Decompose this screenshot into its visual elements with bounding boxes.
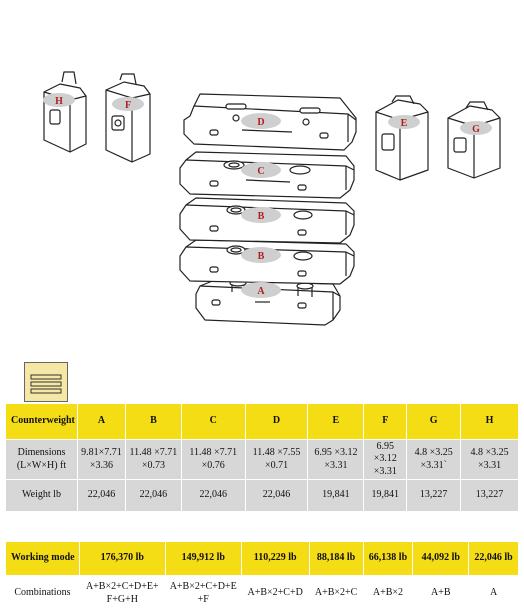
plate-label-b-upper: B	[241, 207, 281, 223]
weight-h: 13,227	[460, 479, 519, 512]
col-d: D	[244, 403, 309, 440]
mode-149912: 149,912 lb	[164, 541, 242, 576]
block-f	[105, 73, 151, 163]
dim-b: 11.48 ×7.71×0.73	[124, 439, 182, 480]
block-label-f: F	[112, 97, 144, 111]
plate-a	[195, 279, 341, 326]
mode-110229: 110,229 lb	[240, 541, 310, 576]
counterweight-exploded-diagram: D C B B A H F E G	[43, 71, 501, 326]
plate-label-b-lower: B	[241, 247, 281, 263]
block-g	[447, 101, 501, 179]
block-h	[43, 71, 87, 153]
block-e	[375, 95, 429, 181]
svg-text:B: B	[258, 211, 265, 222]
dim-g: 4.8 ×3.25×3.31`	[406, 439, 462, 480]
block-label-g: G	[460, 121, 492, 135]
dimensions-label: Dimensions (L×W×H) ft	[5, 439, 78, 480]
col-e: E	[307, 403, 365, 440]
dim-a: 9.81×7.71×3.36	[76, 439, 126, 480]
col-f: F	[363, 403, 408, 440]
counterweight-header-row: Counterweight A B C D E F G H	[5, 403, 519, 440]
weight-g: 13,227	[406, 479, 462, 512]
col-a: A	[76, 403, 126, 440]
working-mode-table: Working mode 176,370 lb 149,912 lb 110,2…	[5, 541, 519, 612]
col-h: H	[460, 403, 519, 440]
working-mode-header-label: Working mode	[5, 541, 80, 576]
dim-c: 11.48 ×7.71×0.76	[180, 439, 246, 480]
block-label-h: H	[43, 93, 75, 107]
dim-d: 11.48 ×7.55×0.71	[244, 439, 309, 480]
col-g: G	[406, 403, 462, 440]
mode-88184: 88,184 lb	[308, 541, 364, 576]
col-b: B	[124, 403, 182, 440]
combo-88184: A+B×2+C	[308, 575, 364, 612]
weight-c: 22,046	[180, 479, 246, 512]
dim-h: 4.8 ×3.25×3.31	[460, 439, 519, 480]
weight-a: 22,046	[76, 479, 126, 512]
combo-44092: A+B	[412, 575, 470, 612]
svg-text:A: A	[257, 286, 265, 297]
combo-110229: A+B×2+C+D	[240, 575, 310, 612]
working-mode-header-row: Working mode 176,370 lb 149,912 lb 110,2…	[5, 541, 519, 576]
combinations-row: Combinations A+B×2+C+D+E+F+G+H A+B×2+C+D…	[5, 575, 519, 612]
mode-44092: 44,092 lb	[412, 541, 470, 576]
svg-text:G: G	[472, 124, 480, 135]
weight-label: Weight lb	[5, 479, 78, 512]
svg-text:F: F	[125, 100, 131, 111]
combo-176370: A+B×2+C+D+E+F+G+H	[78, 575, 166, 612]
stacked-plates-icon	[24, 362, 68, 402]
dimensions-row: Dimensions (L×W×H) ft 9.81×7.71×3.36 11.…	[5, 439, 519, 480]
mode-22046: 22,046 lb	[468, 541, 519, 576]
block-label-e: E	[388, 115, 420, 129]
weight-row: Weight lb 22,046 22,046 22,046 22,046 19…	[5, 479, 519, 512]
svg-text:D: D	[257, 117, 264, 128]
weight-d: 22,046	[244, 479, 309, 512]
combinations-label: Combinations	[5, 575, 80, 612]
col-c: C	[180, 403, 246, 440]
plate-label-d: D	[241, 113, 281, 129]
combo-149912: A+B×2+C+D+E+F	[164, 575, 242, 612]
svg-text:H: H	[55, 96, 63, 107]
svg-text:B: B	[258, 251, 265, 262]
dim-f: 6.95×3.12×3.31	[363, 439, 408, 480]
combo-66138: A+B×2	[362, 575, 414, 612]
mode-66138: 66,138 lb	[362, 541, 414, 576]
plate-label-c: C	[241, 162, 281, 178]
plate-label-a: A	[241, 282, 281, 298]
weight-b: 22,046	[124, 479, 182, 512]
weight-e: 19,841	[307, 479, 365, 512]
counterweight-spec-table: Counterweight A B C D E F G H Dimensions…	[5, 403, 519, 512]
svg-text:C: C	[257, 166, 264, 177]
weight-f: 19,841	[363, 479, 408, 512]
dim-e: 6.95 ×3.12×3.31	[307, 439, 365, 480]
counterweight-header-label: Counterweight	[5, 403, 78, 440]
mode-176370: 176,370 lb	[78, 541, 166, 576]
combo-22046: A	[468, 575, 519, 612]
svg-text:E: E	[401, 118, 408, 129]
